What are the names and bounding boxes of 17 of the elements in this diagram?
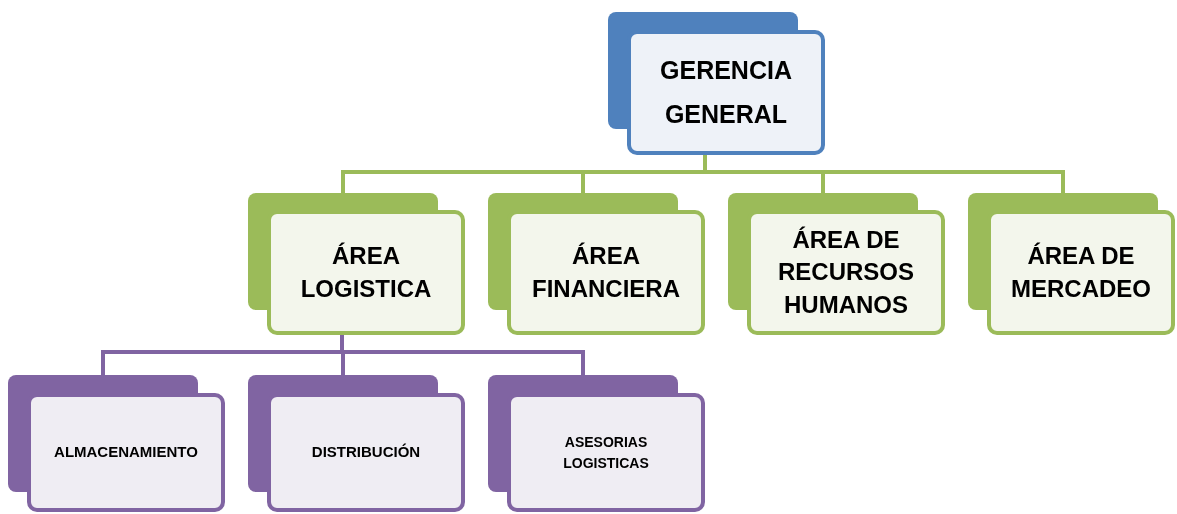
box-label: DISTRIBUCIÓN [311, 442, 421, 463]
org-chart-box [248, 193, 465, 335]
box-label: ÁREA LOGISTICA [299, 241, 433, 304]
org-chart-box [728, 193, 945, 335]
box-label: ALMACENAMIENTO [54, 442, 198, 463]
box-label: ÁREA DE MERCADEO [1010, 241, 1152, 304]
org-chart-box [968, 193, 1175, 335]
org-chart-box [608, 12, 825, 155]
box-label: ÁREA DE RECURSOS HUMANOS [777, 224, 915, 320]
org-chart-box [488, 193, 705, 335]
connector-line [703, 155, 1065, 193]
org-chart-box [488, 375, 705, 512]
org-chart-box [8, 375, 225, 512]
box-label: GERENCIA GENERAL [659, 54, 793, 130]
org-chart-box [248, 375, 465, 512]
box-label: ÁREA FINANCIERA [531, 241, 681, 304]
box-label: ASESORIAS LOGISTICAS [562, 432, 650, 473]
